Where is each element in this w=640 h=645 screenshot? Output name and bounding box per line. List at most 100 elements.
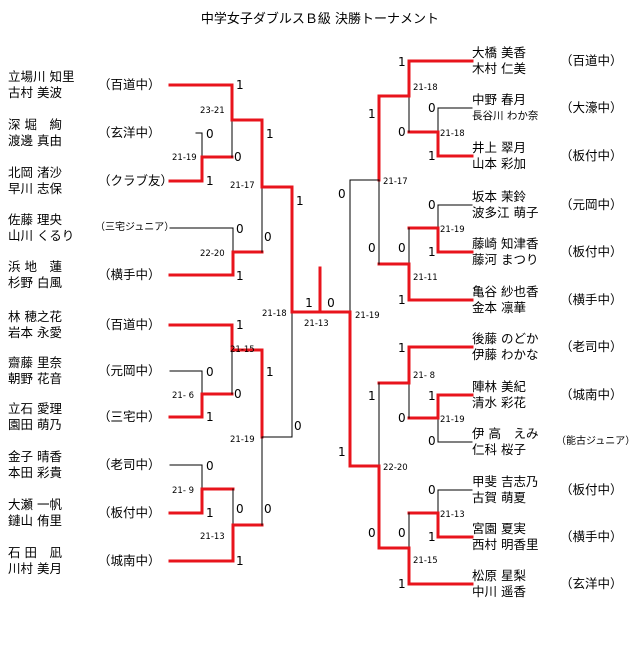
player-name: 早川 志保 — [8, 181, 62, 196]
right-school-8: （城南中） — [560, 387, 623, 402]
player-name: 金本 凛華 — [472, 300, 526, 315]
player-name: 川村 美月 — [8, 561, 62, 576]
match-result: 1 — [206, 174, 214, 188]
match-score: 21-18 — [440, 129, 465, 139]
right-school-7: （老司中） — [560, 339, 623, 354]
match-result: 0 — [327, 296, 335, 310]
match-score: 21-15 — [230, 345, 255, 355]
match-result: 0 — [368, 241, 376, 255]
left-school-10: （板付中） — [98, 505, 161, 520]
player-name: 後藤 のどか — [472, 331, 539, 346]
match-result: 0 — [264, 502, 272, 516]
left-pair-2: 深 堀 絢渡邊 真由 — [8, 117, 62, 149]
match-score: 21-13 — [200, 532, 225, 542]
match-result: 0 — [206, 127, 214, 141]
match-result: 1 — [398, 55, 406, 69]
right-school-4: （元岡中） — [560, 197, 623, 212]
match-result: 0 — [428, 101, 436, 115]
match-result: 1 — [206, 506, 214, 520]
right-pair-3: 井上 翠月山本 彩加 — [472, 140, 526, 172]
match-result: 1 — [428, 530, 436, 544]
match-score: 21-19 — [172, 153, 197, 163]
player-name: 伊 高 えみ — [472, 426, 539, 441]
player-name: 金子 晴香 — [8, 449, 62, 464]
left-pair-8: 立石 愛理園田 萌乃 — [8, 401, 62, 433]
match-score: 21-18 — [262, 309, 287, 319]
match-score: 21-13 — [304, 319, 329, 329]
match-result: 1 — [236, 269, 244, 283]
right-school-12: （玄洋中） — [560, 576, 623, 591]
left-pair-5: 浜 地 蓮杉野 白風 — [8, 259, 62, 291]
player-name: 本田 彩貴 — [8, 465, 62, 480]
left-school-3: （クラブ友） — [98, 173, 174, 188]
left-school-5: （横手中） — [98, 267, 161, 282]
player-name: 山本 彩加 — [472, 156, 526, 171]
match-result: 1 — [368, 389, 376, 403]
match-result: 0 — [338, 187, 346, 201]
match-result: 1 — [305, 296, 313, 310]
left-pair-9: 金子 晴香本田 彩貴 — [8, 449, 62, 481]
match-score: 21-19 — [355, 311, 380, 321]
match-result: 1 — [428, 389, 436, 403]
left-school-2: （玄洋中） — [98, 125, 161, 140]
match-result: 0 — [294, 419, 302, 433]
right-pair-5: 藤崎 知津香藤河 まつり — [472, 236, 538, 268]
player-name: 西村 明香里 — [472, 537, 539, 552]
match-score: 21-11 — [413, 273, 438, 283]
player-name: 杉野 白風 — [8, 275, 62, 290]
right-school-10: （板付中） — [560, 482, 623, 497]
player-name: 木村 仁美 — [472, 61, 526, 76]
left-pair-3: 北岡 渚沙早川 志保 — [8, 165, 62, 197]
left-school-4: （三宅ジュニア） — [95, 222, 175, 233]
left-pair-7: 齋藤 里奈朝野 花音 — [8, 355, 62, 387]
right-pair-6: 亀谷 紗也香金本 凛華 — [472, 284, 538, 316]
match-result: 0 — [428, 198, 436, 212]
player-name: 中川 遥香 — [472, 584, 526, 599]
match-result: 1 — [206, 410, 214, 424]
right-school-2: （大濠中） — [560, 100, 623, 115]
player-name: 朝野 花音 — [8, 371, 62, 386]
player-name: 渡邊 真由 — [8, 133, 62, 148]
right-pair-2: 中野 春月長谷川 わか奈 — [472, 92, 538, 124]
match-result: 0 — [398, 411, 406, 425]
match-result: 0 — [206, 365, 214, 379]
player-name: 仁科 桜子 — [472, 442, 526, 457]
player-name: 大瀬 一帆 — [8, 497, 62, 512]
player-name: 古村 美波 — [8, 85, 62, 100]
match-score: 23-21 — [200, 106, 225, 116]
left-school-1: （百道中） — [98, 77, 161, 92]
player-name: 松原 星梨 — [472, 568, 526, 583]
left-school-6: （百道中） — [98, 317, 161, 332]
match-score: 21-15 — [413, 556, 438, 566]
player-name: 林 穂之花 — [8, 309, 62, 324]
player-name: 亀谷 紗也香 — [472, 284, 539, 299]
match-score: 22-20 — [383, 463, 408, 473]
left-pair-1: 立場川 知里古村 美波 — [8, 69, 74, 101]
player-name: 中野 春月 — [472, 92, 526, 107]
match-result: 0 — [428, 483, 436, 497]
left-school-8: （三宅中） — [98, 409, 161, 424]
match-score: 21-18 — [413, 83, 438, 93]
match-result: 1 — [368, 107, 376, 121]
match-result: 1 — [236, 78, 244, 92]
player-name: 清水 彩花 — [472, 395, 526, 410]
left-pair-11: 石 田 凪川村 美月 — [8, 545, 62, 577]
player-name: 古賀 萌夏 — [472, 490, 526, 505]
match-result: 1 — [428, 149, 436, 163]
match-score: 22-20 — [200, 249, 225, 259]
right-pair-1: 大橋 美香木村 仁美 — [472, 45, 526, 77]
left-pair-4: 佐藤 理央山川 くるり — [8, 212, 74, 244]
left-school-9: （老司中） — [98, 457, 161, 472]
match-score: 21-17 — [230, 181, 255, 191]
match-result: 1 — [296, 194, 304, 208]
player-name: 長谷川 わか奈 — [472, 110, 539, 122]
match-result: 0 — [234, 387, 242, 401]
player-name: 鏈山 侑里 — [8, 513, 62, 528]
player-name: 山川 くるり — [8, 228, 75, 243]
right-school-11: （横手中） — [560, 529, 623, 544]
match-result: 0 — [264, 230, 272, 244]
match-score: 21- 8 — [413, 371, 435, 381]
player-name: 藤崎 知津香 — [472, 236, 539, 251]
match-result: 0 — [398, 125, 406, 139]
right-pair-9: 伊 高 えみ仁科 桜子 — [472, 426, 538, 458]
